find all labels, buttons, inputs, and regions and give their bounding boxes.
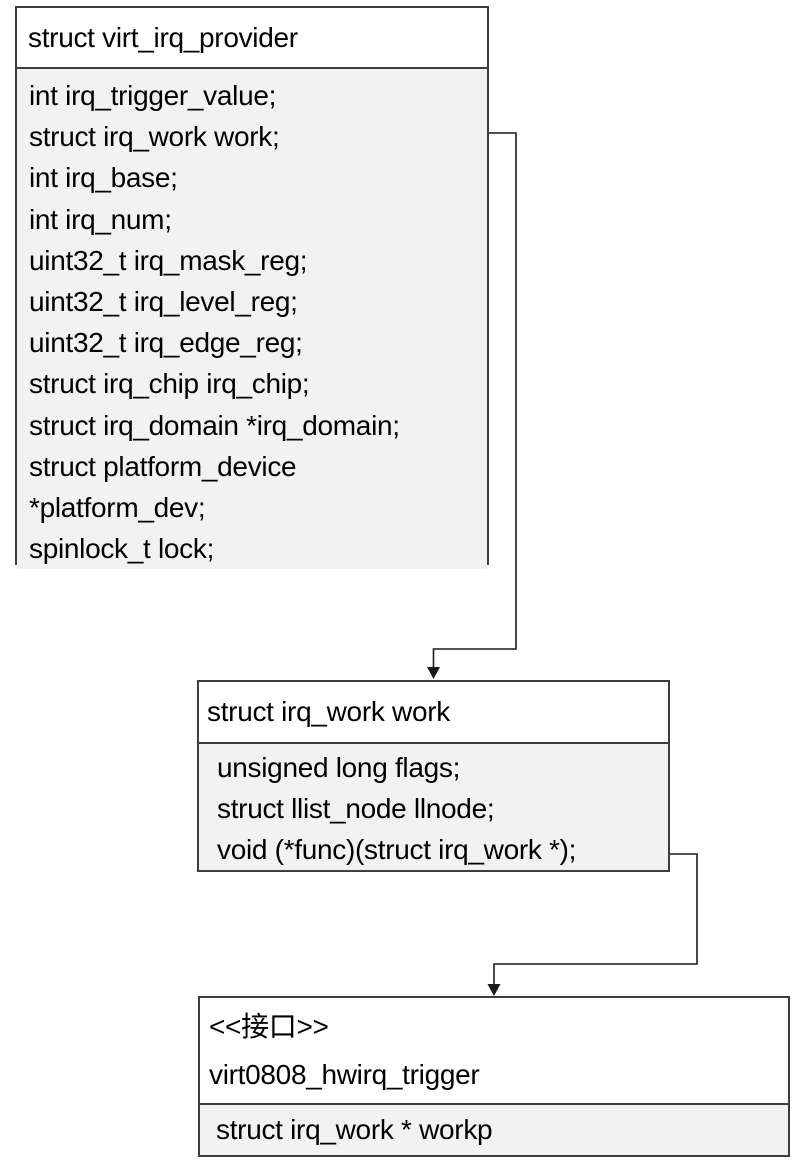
struct-field: int irq_base; [29, 162, 178, 194]
class-title-text: struct virt_irq_provider [28, 21, 298, 53]
interface-stereotype: <<接口>> [209, 1010, 329, 1042]
class-box-fields: int irq_trigger_value;struct irq_work wo… [17, 69, 487, 570]
class-box-fields: unsigned long flags; struct llist_node ll… [199, 744, 668, 870]
struct-field: *platform_dev; [29, 492, 206, 524]
arrowhead-down-icon [427, 667, 440, 679]
struct-field: uint32_t irq_edge_reg; [29, 327, 303, 359]
connector-line [493, 853, 698, 985]
interface-box-title: <<接口>> virt0808_hwirq_trigger [200, 998, 788, 1105]
class-box-title: struct irq_work work [199, 682, 668, 744]
struct-field: struct platform_device [29, 450, 297, 482]
struct-field: struct irq_chip irq_chip; [29, 368, 310, 400]
connector-func-to-hwirq-trigger [487, 853, 698, 996]
struct-field: uint32_t irq_level_reg; [29, 286, 298, 318]
struct-field: struct irq_domain *irq_domain; [29, 409, 400, 441]
interface-box-fields: struct irq_work * workp [200, 1105, 788, 1153]
struct-field: void (*func)(struct irq_work *); [217, 834, 577, 865]
class-box-irq-work: struct irq_work work unsigned long flags… [197, 680, 670, 872]
struct-field: struct irq_work * workp [216, 1114, 493, 1145]
class-box-title: struct virt_irq_provider [17, 8, 487, 69]
class-box-virt-irq-provider: struct virt_irq_provider int irq_trigger… [15, 6, 489, 570]
struct-field: struct llist_node llnode; [217, 793, 495, 824]
struct-field: int irq_num; [29, 203, 172, 235]
struct-field: unsigned long flags; [217, 752, 461, 783]
struct-field: struct irq_work work; [29, 121, 280, 153]
class-title-text: struct irq_work work [207, 696, 450, 727]
interface-title-text: virt0808_hwirq_trigger [209, 1058, 480, 1090]
arrowhead-down-icon [487, 984, 501, 996]
struct-field: spinlock_t lock; [29, 533, 215, 565]
struct-field: uint32_t irq_mask_reg; [29, 244, 308, 276]
struct-field: int irq_trigger_value; [29, 80, 277, 111]
interface-box-virt0808-hwirq-trigger: <<接口>> virt0808_hwirq_trigger struct irq… [198, 996, 790, 1157]
